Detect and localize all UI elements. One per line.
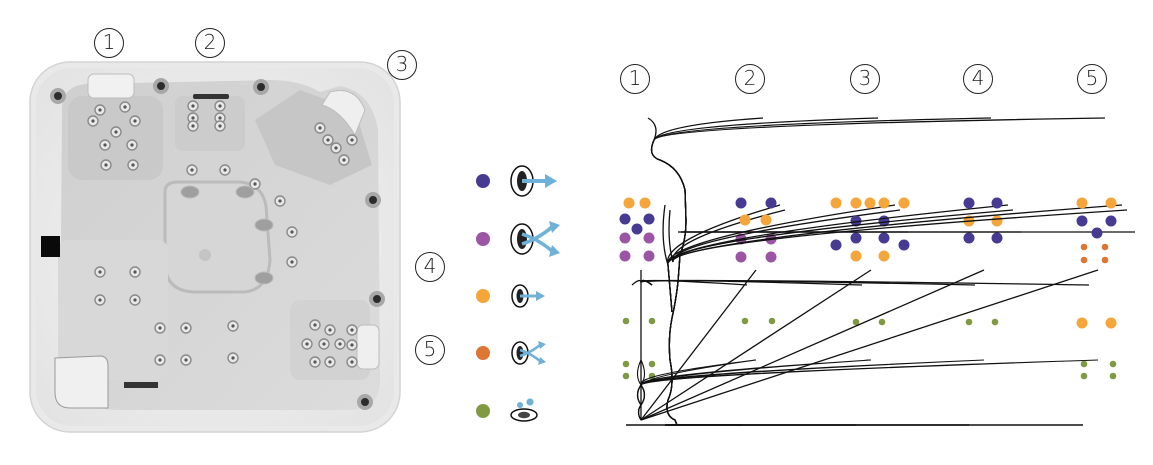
headrest-1 xyxy=(87,73,135,99)
jet-target-dot xyxy=(850,215,862,227)
jet-target-dot xyxy=(1076,215,1088,227)
jet-target-dot xyxy=(898,197,910,209)
jet-target-dot xyxy=(1076,317,1088,329)
jet-target-dot xyxy=(765,197,777,209)
figure-label-4: 4 xyxy=(963,64,993,94)
jet-target-dot xyxy=(991,197,1003,209)
figure-label-3: 3 xyxy=(850,64,880,94)
body-outline xyxy=(650,117,992,426)
jet-target-dot xyxy=(965,318,973,326)
jet-target-dot xyxy=(1109,372,1117,380)
jet-target-dot xyxy=(648,360,656,368)
hot-tub-top-view xyxy=(29,61,401,433)
jet-legend xyxy=(476,165,560,422)
footwell-jet xyxy=(235,185,255,199)
footwell-jet xyxy=(254,271,274,285)
jet-target-dot xyxy=(963,232,975,244)
jet-target-dot xyxy=(1091,227,1103,239)
jet-target-dot xyxy=(765,251,777,263)
legend-color-dot xyxy=(476,346,490,360)
jet-target-dot xyxy=(648,317,656,325)
figure-label-1: 1 xyxy=(620,64,650,94)
tub-jets xyxy=(87,100,358,368)
jet-target-dot xyxy=(991,232,1003,244)
lounger-4 xyxy=(58,240,168,380)
large-rotating-jet-icon xyxy=(510,221,560,257)
jet-target-dot xyxy=(622,372,630,380)
footwell xyxy=(163,180,272,294)
control-panel xyxy=(41,236,60,257)
cupholders xyxy=(50,78,385,410)
jet-target-dot xyxy=(898,239,910,251)
jet-target-dot xyxy=(619,213,631,225)
jet-target-dot xyxy=(1080,243,1088,251)
jet-target-dot xyxy=(739,214,751,226)
jet-target-dot xyxy=(1080,372,1088,380)
footwell-jet xyxy=(254,218,274,232)
small-rotating-jet-icon xyxy=(511,341,546,365)
jet-target-dot xyxy=(643,250,655,262)
jet-target-dot xyxy=(741,317,749,325)
jet-target-dot xyxy=(852,318,860,326)
jet-target-dot xyxy=(619,232,631,244)
jet-target-dot xyxy=(1105,317,1117,329)
tub-seat-label-2: 2 xyxy=(195,28,225,58)
jet-target-dot xyxy=(1105,215,1117,227)
step xyxy=(54,355,109,409)
tub-seat-label-1: 1 xyxy=(94,28,124,58)
jet-target-dot xyxy=(850,250,862,262)
jet-target-dot xyxy=(830,197,842,209)
jet-target-dot xyxy=(622,360,630,368)
jet-target-dot xyxy=(1076,197,1088,209)
jet-target-dot xyxy=(963,197,975,209)
jet-target-dot xyxy=(619,250,631,262)
jet-target-dot xyxy=(768,317,776,325)
jet-target-dot xyxy=(1109,360,1117,368)
body-figure-5 xyxy=(636,117,1135,426)
jet-target-dot xyxy=(643,232,655,244)
jet-target-dot xyxy=(622,317,630,325)
legend-color-dot xyxy=(476,174,490,188)
jet-target-dot xyxy=(1080,256,1088,264)
jet-target-dot xyxy=(991,215,1003,227)
jet-target-dot xyxy=(631,223,643,235)
footwell-jet xyxy=(180,185,200,199)
legend-color-dot xyxy=(476,232,490,246)
jet-target-dot xyxy=(639,197,651,209)
figure-label-2: 2 xyxy=(735,64,765,94)
jet-target-dot xyxy=(878,318,886,326)
body-outline xyxy=(650,117,1106,426)
jet-target-dot xyxy=(1101,243,1109,251)
headrest-3 xyxy=(321,90,366,137)
tub-seat-label-4: 4 xyxy=(415,252,445,282)
large-direct-jet-icon xyxy=(510,165,557,197)
small-direct-jet-icon xyxy=(511,284,545,308)
jet-target-dot xyxy=(735,197,747,209)
jet-target-dot xyxy=(623,197,635,209)
jet-target-dot xyxy=(643,213,655,225)
jet-target-dot xyxy=(878,232,890,244)
jet-target-dot xyxy=(878,250,890,262)
body-figure-4 xyxy=(636,117,1021,426)
skimmer xyxy=(193,94,229,99)
jet-target-dot xyxy=(850,232,862,244)
figure-label-5: 5 xyxy=(1077,64,1107,94)
jet-target-dot xyxy=(760,214,772,226)
jet-target-dot xyxy=(878,197,890,209)
jet-target-dot xyxy=(735,251,747,263)
tub-seat-label-5: 5 xyxy=(415,335,445,365)
jet-target-dot xyxy=(864,197,876,209)
jet-target-dot xyxy=(1101,256,1109,264)
jet-target-dot xyxy=(830,239,842,251)
air-bubble-jet-icon xyxy=(510,398,538,422)
jet-target-dot xyxy=(1105,197,1117,209)
legend-color-dot xyxy=(476,404,490,418)
tub-seat-label-3: 3 xyxy=(387,50,417,80)
jet-target-dot xyxy=(1080,360,1088,368)
jet-target-dot xyxy=(850,197,862,209)
lower-skimmer xyxy=(124,382,158,388)
legend-color-dot xyxy=(476,289,490,303)
jet-target-dot xyxy=(991,318,999,326)
